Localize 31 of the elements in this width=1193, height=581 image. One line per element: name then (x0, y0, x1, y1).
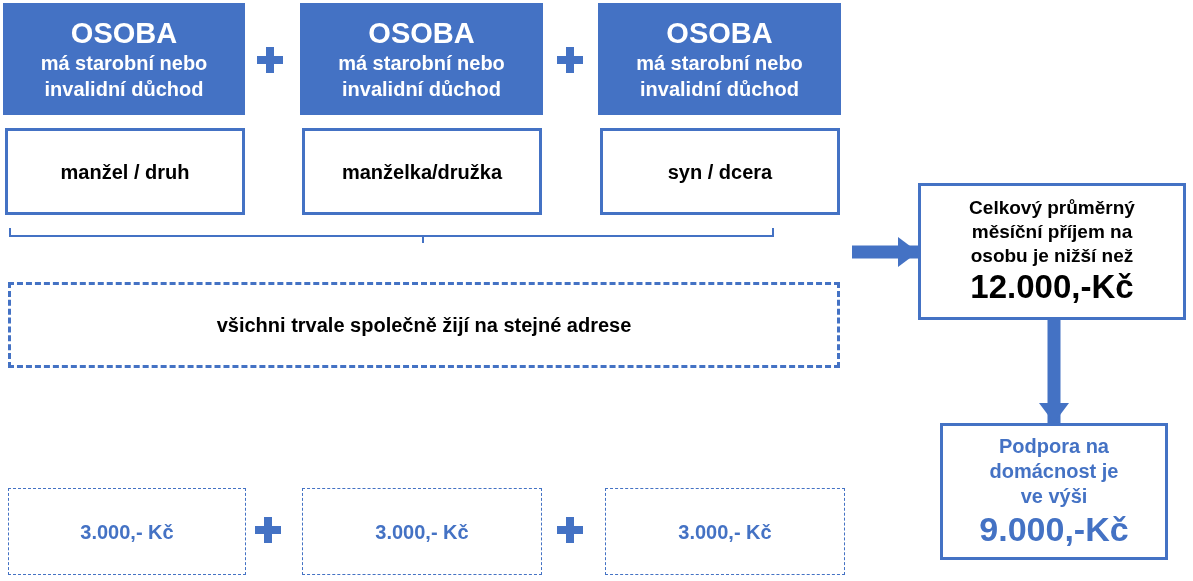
amount-box (8, 488, 246, 575)
person-box (300, 3, 543, 115)
support-amount: 9.000,-Kč (979, 508, 1129, 550)
pension-text: má starobní nebo invalidní důchod (337, 51, 506, 103)
relation-box (302, 128, 542, 215)
pension-text: má starobní nebo invalidní důchod (39, 51, 209, 103)
relation-text: manžel / druh (60, 159, 190, 184)
person-heading: OSOBA (368, 15, 475, 51)
amount-box (605, 488, 845, 575)
relation-text: syn / dcera (667, 159, 773, 184)
support-text: Podpora na domácnost je ve výši (988, 433, 1120, 509)
relation-text: manželka/družka (341, 159, 503, 184)
person-heading: OSOBA (70, 15, 178, 51)
condition-box (8, 282, 840, 368)
amount-text: 3.000,- Kč (375, 519, 469, 544)
income-amount: 12.000,-Kč (970, 267, 1134, 307)
person-heading: OSOBA (666, 15, 773, 51)
person-box (598, 3, 841, 115)
income-box (918, 183, 1186, 320)
amount-text: 3.000,- Kč (80, 519, 174, 544)
amount-box (302, 488, 542, 575)
relation-box (600, 128, 840, 215)
arrow (1039, 320, 1069, 423)
person-box (3, 3, 245, 115)
pension-text: má starobní nebo invalidní důchod (635, 51, 804, 103)
condition-text: všichni trvale společně žijí na stejné adrese (216, 313, 632, 337)
amount-text: 3.000,- Kč (678, 519, 772, 544)
income-text: Celkový průměrný měsíční příjem na osobu je nižší než (968, 196, 1136, 268)
relation-box (5, 128, 245, 215)
arrow (852, 237, 918, 267)
support-box (940, 423, 1168, 560)
